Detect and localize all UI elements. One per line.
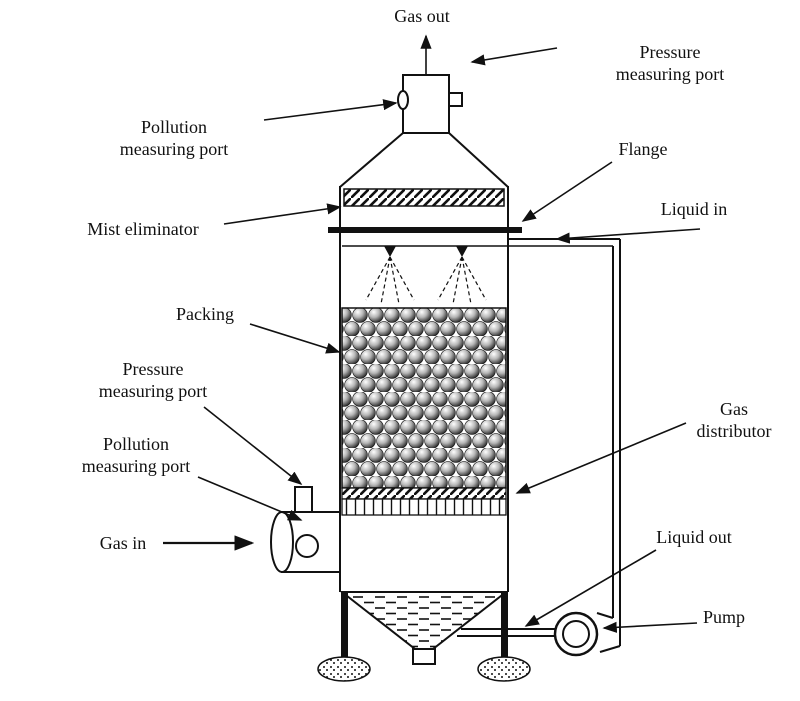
liquid-in-label: Liquid in xyxy=(661,199,728,219)
spray-nozzle-right xyxy=(456,246,468,257)
pressure-mid-label-line1: Pressure xyxy=(123,359,184,379)
riser-to-pump-upper xyxy=(596,612,614,619)
spray-nozzle-left xyxy=(384,246,396,257)
liquid-out-arrow xyxy=(524,549,657,627)
liquid-out-label: Liquid out xyxy=(656,527,732,547)
gas-inlet-assembly xyxy=(270,486,341,573)
flange-label: Flange xyxy=(619,139,668,159)
liquid-out-piping xyxy=(457,611,599,657)
packing-label: Packing xyxy=(176,304,234,324)
gas-distributor-arrow xyxy=(515,422,687,494)
mist-eliminator-band xyxy=(343,188,505,207)
left-leg xyxy=(341,592,348,660)
pump-label: Pump xyxy=(703,607,745,627)
spray-nozzles xyxy=(365,246,487,305)
pump-inner xyxy=(562,620,590,648)
pressure-top-arrow xyxy=(470,47,558,66)
pump-arrow xyxy=(602,621,698,633)
gas-out-label: Gas out xyxy=(394,6,450,26)
right-leg xyxy=(501,592,508,660)
pressure-top-label-line2: measuring port xyxy=(616,64,724,84)
pollution-top-label-line2: measuring port xyxy=(120,139,228,159)
gas-distributor-label-line2: distributor xyxy=(697,421,772,441)
flange-bar xyxy=(328,227,522,233)
support-legs xyxy=(317,592,531,682)
labels: Gas out Pressure measuring port Pollutio… xyxy=(82,6,772,627)
pollution-port-top xyxy=(397,90,409,110)
top-outlet-box xyxy=(402,74,450,134)
pressure-mid-arrow xyxy=(203,406,303,485)
top-funnel-right xyxy=(448,132,509,188)
mist-eliminator-label: Mist eliminator xyxy=(87,219,199,239)
mist-eliminator-arrow xyxy=(223,203,342,225)
annotation-arrows xyxy=(163,47,701,633)
pressure-port-mid xyxy=(294,486,313,513)
vessel-structure xyxy=(339,74,509,592)
gas-in-label: Gas in xyxy=(100,533,147,553)
gas-distributor-label-line1: Gas xyxy=(720,399,748,419)
cone-outlet xyxy=(412,648,436,665)
pollution-port-mid xyxy=(295,534,319,558)
pollution-mid-label-line2: measuring port xyxy=(82,456,190,476)
top-funnel-left xyxy=(339,132,404,188)
packing-arrow xyxy=(249,323,341,354)
pressure-top-label-line1: Pressure xyxy=(640,42,701,62)
left-foot xyxy=(317,656,371,682)
gas-distributor-grate xyxy=(341,498,507,516)
spray-lines xyxy=(365,256,487,305)
pollution-mid-arrow xyxy=(197,476,303,521)
pressure-port-top xyxy=(448,92,463,107)
inlet-pipe-end-cap xyxy=(270,511,294,573)
pollution-top-arrow xyxy=(263,99,398,121)
liquid-sump-cone xyxy=(339,591,509,650)
riser-to-pump-lower xyxy=(599,645,621,653)
packing-support-plate xyxy=(341,487,507,500)
right-foot xyxy=(477,656,531,682)
packing-bed xyxy=(341,307,507,489)
pressure-mid-label-line2: measuring port xyxy=(99,381,207,401)
flange-arrow xyxy=(521,161,613,222)
pollution-top-label-line1: Pollution xyxy=(141,117,207,137)
pollution-mid-label-line1: Pollution xyxy=(103,434,169,454)
liquid-in-arrow xyxy=(555,228,701,244)
